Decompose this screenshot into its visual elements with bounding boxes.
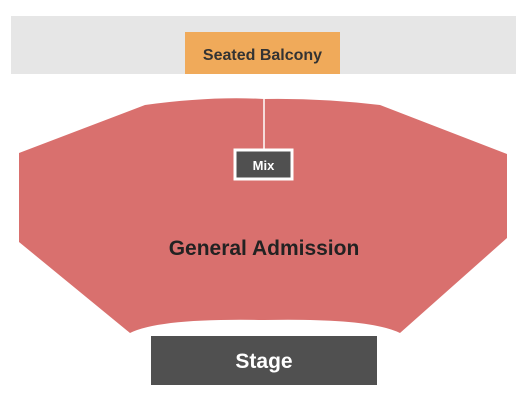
mix-label: Mix: [253, 158, 275, 173]
mix-position[interactable]: Mix: [233, 148, 294, 181]
stage-label: Stage: [235, 350, 292, 373]
stage: Stage: [151, 336, 377, 385]
general-admission-section[interactable]: General Admission: [19, 98, 507, 333]
general-admission-label: General Admission: [169, 237, 360, 260]
seated-balcony-section[interactable]: Seated Balcony: [185, 32, 340, 74]
seated-balcony-label: Seated Balcony: [203, 47, 322, 64]
